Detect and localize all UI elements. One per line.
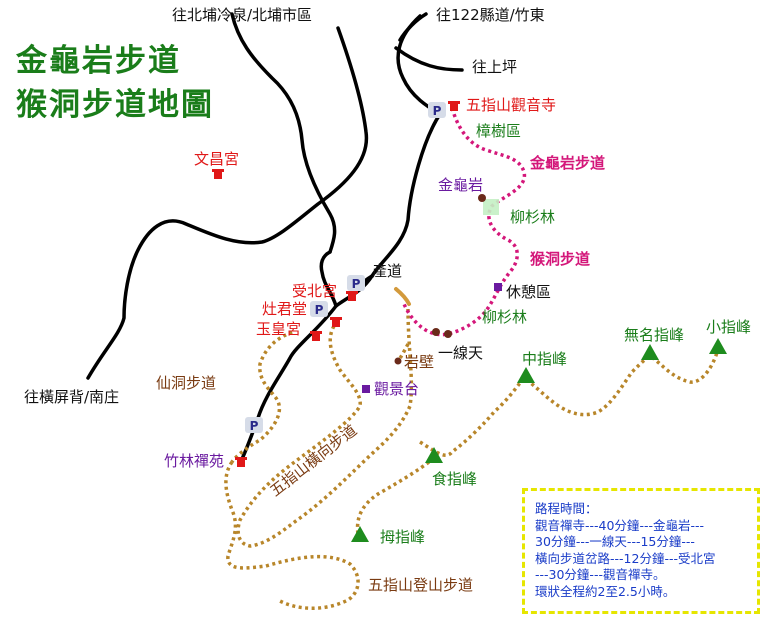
trail-index-to-thumb [355, 456, 436, 535]
place-label-rest-area: 休憩區 [506, 283, 552, 301]
trail-climb [265, 554, 360, 610]
road-loop [319, 250, 338, 308]
svg-text:P: P [352, 277, 361, 291]
legend-line: 30分鐘---一線天---15分鐘--- [535, 534, 695, 549]
temple-icon-zhulin [235, 457, 247, 467]
trail-label-xiandong: 仙洞步道 [156, 374, 217, 392]
temple-label-zaojun: 灶君堂 [262, 300, 308, 318]
peak-label-index: 食指峰 [432, 470, 478, 488]
road-label-county122: 往122縣道/竹東 [436, 6, 545, 24]
rock-wall-dot [394, 357, 402, 365]
road-label-hengshan: 往橫屏背/南庄 [24, 388, 120, 406]
temple-label-wenchang: 文昌宮 [194, 150, 240, 168]
legend-line: 路程時間： [535, 501, 598, 516]
temple-icon-wenchang [212, 169, 224, 179]
svg-text:P: P [250, 419, 259, 433]
parking-icon-shoubei: P [347, 275, 365, 291]
place-label-turtle-rock: 金龜岩 [438, 176, 484, 194]
peak-icon-index [425, 447, 443, 463]
road-label-beipu: 往北埔冷泉/北埔市區 [172, 6, 313, 24]
peak-label-middle: 中指峰 [522, 350, 568, 368]
temple-icon-yuhuang [310, 331, 322, 341]
temple-icon-zaojun [330, 317, 342, 327]
road-label-industrial: 產道 [372, 262, 403, 280]
peak-label-nameless: 無名指峰 [624, 326, 685, 344]
map-subtitle: 猴洞步道地圖 [16, 87, 214, 123]
turtle-rock-dot [478, 194, 486, 202]
peak-icon-nameless [641, 344, 659, 360]
map-title: 金龜岩步道 [16, 43, 181, 79]
parking-icon-zaojun: P [310, 301, 328, 317]
temple-label-shoubei: 受北宮 [292, 282, 338, 300]
parking-icons: P P P P [245, 102, 446, 433]
travel-time-legend: 路程時間： 觀音禪寺---40分鐘---金龜岩--- 30分鐘---一線天---… [522, 488, 760, 614]
legend-line: 環狀全程約2至2.5小時。 [535, 583, 676, 599]
trail-xiandong [230, 330, 293, 464]
yixiantian-dot-2 [444, 330, 452, 338]
trail-label-jinguiyan: 金龜岩步道 [530, 154, 606, 172]
place-label-camphor: 樟樹區 [476, 122, 522, 140]
place-label-rock-wall: 岩壁 [404, 353, 435, 371]
legend-line: 觀音禪寺---40分鐘---金龜岩--- [535, 517, 705, 533]
peak-icon-little [709, 338, 727, 354]
rest-area-marker [494, 283, 502, 291]
industrial-road [394, 287, 411, 306]
svg-text:P: P [433, 104, 442, 118]
mountain-trails [224, 307, 720, 610]
temple-label-yuhuang: 玉皇宮 [256, 320, 302, 338]
peak-icon-thumb [351, 526, 369, 542]
place-label-fir-forest-2: 柳杉林 [482, 308, 528, 326]
place-label-viewpoint: 觀景台 [374, 380, 420, 398]
temple-icon-guanyin [448, 101, 460, 111]
trail-label-houdong: 猴洞步道 [530, 250, 591, 268]
parking-icon-zhulin: P [245, 417, 263, 433]
road-west-branch [86, 26, 369, 380]
loop-trail-jinguiyan-houdong [402, 107, 527, 337]
peak-label-thumb: 拇指峰 [380, 528, 426, 546]
trail-cross [236, 307, 414, 548]
temple-label-guanyin: 五指山觀音寺 [466, 96, 557, 114]
legend-line: 橫向步道岔路---12分鐘---受北宮 [535, 550, 716, 566]
peak-label-little: 小指峰 [706, 318, 752, 336]
road-shangping [394, 46, 464, 72]
legend-line: ---30分鐘---觀音禪寺。 [535, 567, 666, 582]
road-main-trunk [239, 14, 442, 463]
roads [86, 12, 464, 463]
place-label-fir-forest-1: 柳杉林 [510, 208, 556, 226]
place-label-yixiantian: 一線天 [438, 344, 484, 362]
temple-label-zhulin: 竹林禪苑 [164, 452, 225, 470]
svg-text:P: P [315, 303, 324, 317]
peak-icons [351, 338, 727, 542]
parking-icon-guanyin: P [428, 102, 446, 118]
fir-forest-marker [483, 199, 499, 215]
peak-icon-middle [517, 367, 535, 383]
trail-loop-west [224, 460, 267, 570]
trail-label-climb: 五指山登山步道 [368, 576, 474, 594]
viewpoint-marker [362, 385, 370, 393]
trail-rock-wall [396, 343, 410, 363]
road-county122 [398, 12, 428, 42]
road-to-beipu [230, 12, 337, 254]
road-label-shangping: 往上坪 [472, 58, 518, 76]
trail-ridge-east [419, 347, 720, 457]
yixiantian-dot-1 [432, 328, 440, 336]
